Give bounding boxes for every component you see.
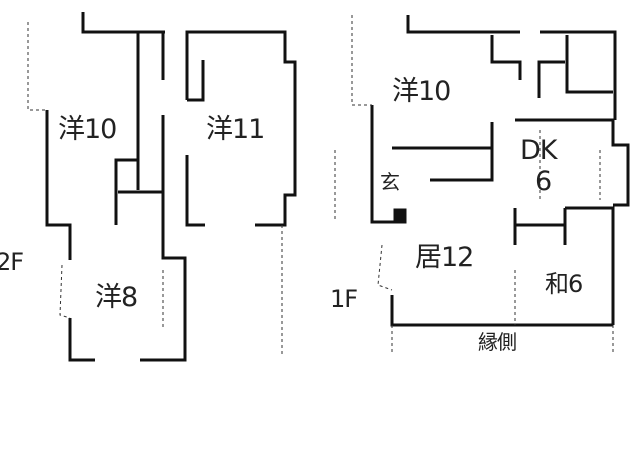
wall [45, 110, 72, 260]
wall [68, 318, 95, 362]
room-label-japanese-6: 和6 [545, 270, 583, 298]
wall [187, 60, 205, 102]
wall [515, 118, 630, 207]
room-label-living-12: 居12 [415, 242, 474, 273]
wall [390, 295, 613, 327]
room-label-entrance: 玄 [380, 170, 400, 194]
wall [185, 155, 205, 227]
room-label-1f-western-10: 洋10 [392, 76, 451, 107]
room-label-dk-size: 6 [535, 166, 552, 197]
room-label-veranda: 縁側 [478, 330, 517, 354]
wall [114, 158, 138, 225]
dashed-2f [27, 22, 283, 355]
wall [370, 105, 405, 224]
wall [490, 35, 522, 80]
entrance-post [393, 208, 407, 224]
walls-2f [45, 12, 297, 362]
wall [81, 12, 165, 34]
wall [537, 60, 565, 98]
wall [185, 30, 297, 227]
wall [565, 35, 613, 94]
wall [140, 115, 187, 362]
room-label-2f-western-11: 洋11 [206, 114, 265, 145]
wall [565, 206, 615, 325]
floor-label-1f: 1F [330, 285, 358, 313]
walls-1f [370, 15, 630, 327]
floor-label-2f: 2F [0, 248, 24, 276]
dashed-line [27, 22, 47, 111]
wall [540, 30, 617, 120]
wall [406, 15, 520, 34]
room-label-2f-western-10: 洋10 [58, 114, 117, 145]
wall [430, 122, 494, 182]
dashed-line [351, 15, 372, 106]
room-label-dk: DK [520, 135, 557, 166]
dashed-line [377, 244, 393, 291]
room-label-2f-western-8: 洋8 [95, 282, 138, 313]
dashed-1f [334, 15, 614, 355]
dashed-line [59, 264, 71, 319]
